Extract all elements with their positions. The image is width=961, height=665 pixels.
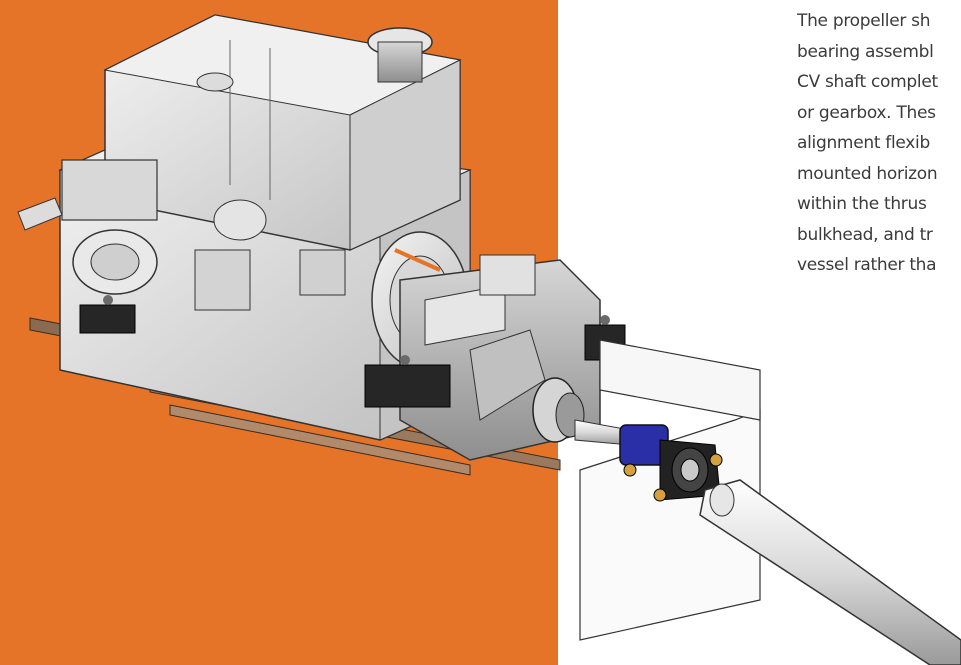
description-line: bulkhead, and tr xyxy=(797,224,933,245)
engine-top-cover xyxy=(103,14,462,251)
propeller-shaft xyxy=(699,479,961,665)
description-line: CV shaft complet xyxy=(797,72,938,92)
description-line: mounted horizon xyxy=(797,163,938,184)
description-line: The propeller sh xyxy=(797,11,931,31)
description-line: alignment flexib xyxy=(797,133,930,153)
cv-shaft xyxy=(532,377,631,446)
thrust-bearing xyxy=(619,424,723,502)
exhaust-elbow xyxy=(367,27,433,83)
description-line: within the thrus xyxy=(797,194,927,214)
description-line: or gearbox. Thes xyxy=(797,102,936,123)
description-line: bearing assembl xyxy=(797,41,934,62)
description-line: vessel rather tha xyxy=(797,255,937,275)
engine-mounts xyxy=(79,295,626,408)
description-text: The propeller sh bearing assembl CV shaf… xyxy=(797,6,961,376)
alternator-and-filters xyxy=(17,159,346,311)
